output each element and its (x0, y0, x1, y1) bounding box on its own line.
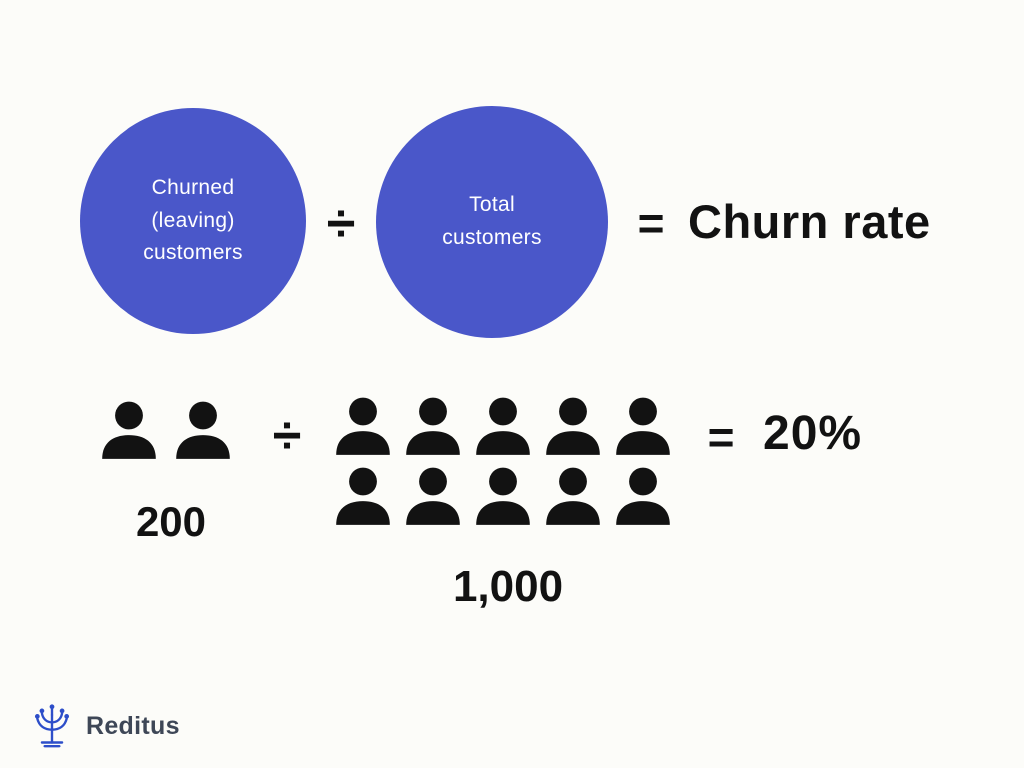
divide-operator: ÷ (326, 195, 356, 253)
person-icon (170, 398, 236, 466)
person-icon (610, 394, 676, 462)
person-icon (330, 464, 396, 532)
person-icon (540, 394, 606, 462)
person-icon (540, 464, 606, 532)
divide-operator-example: ÷ (272, 407, 302, 465)
churned-count-value: 200 (135, 498, 207, 545)
brand-lockup: Reditus (30, 702, 180, 750)
total-customers-label: Total customers (442, 189, 542, 254)
churned-label-line3: customers (143, 241, 243, 265)
equals-operator-example: = (707, 411, 735, 463)
reditus-tree-logo-icon (30, 702, 74, 750)
total-customers-circle: Total customers (376, 106, 608, 338)
churned-label-line2: (leaving) (151, 208, 235, 232)
churn-rate-result-label: Churn rate (688, 195, 931, 248)
churned-label-line1: Churned (151, 176, 235, 200)
total-count-value: 1,000 (452, 562, 564, 611)
person-icon (330, 394, 396, 462)
person-icon (400, 464, 466, 532)
reditus-logo-text: Reditus (86, 711, 180, 740)
total-label-line2: customers (442, 226, 542, 249)
churned-customers-circle: Churned (leaving) customers (80, 108, 306, 334)
person-icon (400, 394, 466, 462)
churned-people-group (96, 398, 246, 466)
total-label-line1: Total (469, 193, 515, 217)
person-icon (470, 394, 536, 462)
person-icon (96, 398, 162, 466)
person-icon (610, 464, 676, 532)
person-icon (470, 464, 536, 532)
churned-customers-label: Churned (leaving) customers (143, 172, 243, 270)
equals-operator: = (637, 197, 665, 249)
total-people-group (330, 394, 686, 532)
churn-rate-percentage: 20% (763, 407, 863, 460)
